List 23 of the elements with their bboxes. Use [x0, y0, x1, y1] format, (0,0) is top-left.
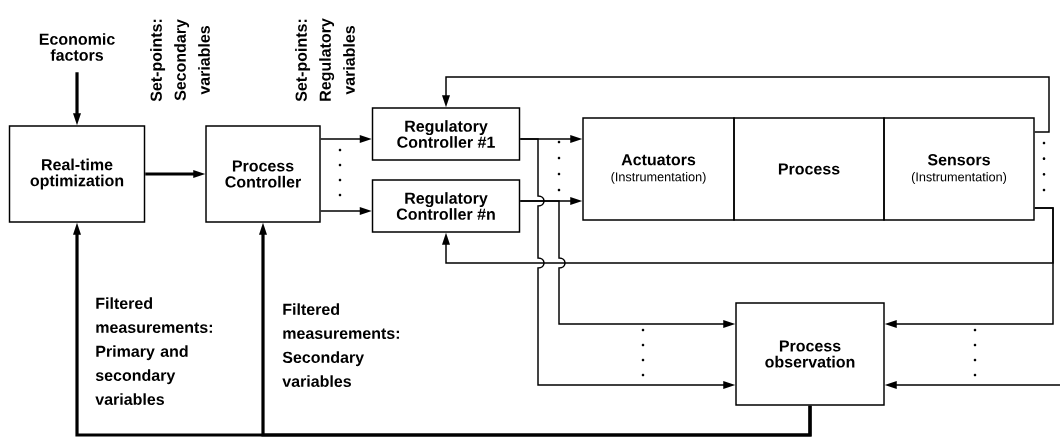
annotation: Set-points: Secondary variables	[150, 19, 210, 102]
arrow	[73, 72, 81, 126]
arrow	[884, 381, 1060, 389]
process-box: Process observation	[735, 302, 885, 406]
arrow	[320, 207, 372, 215]
arrow	[442, 76, 1050, 133]
arrow	[259, 222, 812, 437]
process-box: Regulatory Controller #n	[371, 179, 521, 233]
process-box: Process Controller	[205, 125, 321, 223]
process-box: Real-time optimization	[8, 125, 146, 223]
block: Process	[733, 117, 885, 221]
arrow	[519, 200, 736, 328]
arrow	[884, 207, 1054, 328]
block: Actuators (Instrumentation)	[582, 117, 735, 221]
arrow	[519, 138, 736, 389]
process-box: Regulatory Controller #1	[371, 107, 521, 161]
annotation: Filtered measurements: Secondary variables	[282, 303, 399, 387]
annotation: Set-points: Regulatory variables	[295, 18, 355, 102]
arrow	[320, 135, 372, 143]
arrow	[145, 170, 206, 178]
input-label: Economic factors	[39, 33, 115, 61]
block: Sensors (Instrumentation)	[883, 117, 1035, 221]
annotation: Filtered measurements: Primary and secondary variables	[95, 297, 212, 405]
